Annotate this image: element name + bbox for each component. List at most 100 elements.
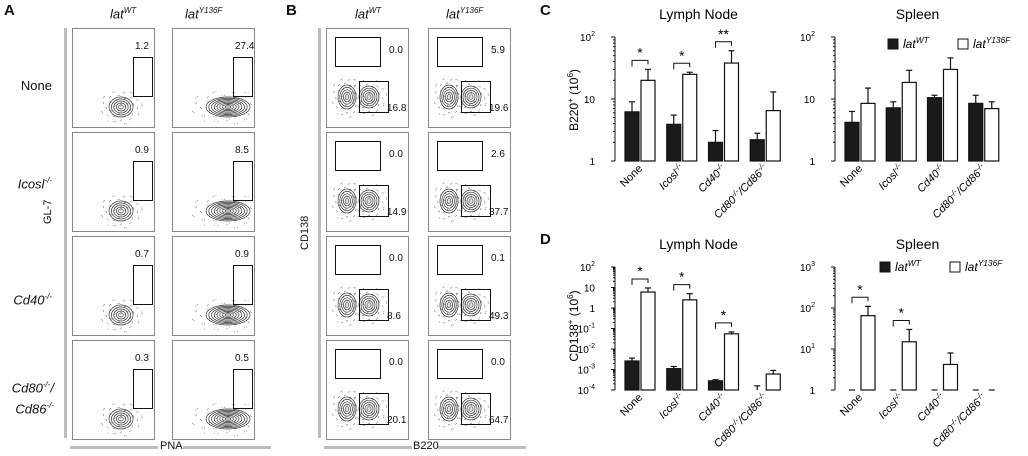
column-header-y136f: latY136F [185, 6, 223, 22]
x-category-label: None [618, 392, 645, 419]
bar [968, 102, 984, 162]
significance-star: * [721, 307, 727, 323]
upper-gate-percent: 0.0 [491, 357, 505, 368]
facs-plot-a: 27.4 [172, 28, 255, 128]
upper-gate-percent: 2.6 [491, 149, 505, 160]
facs-plot-b: 0.0 64.7 [428, 340, 511, 440]
significance-star: * [857, 281, 863, 297]
significance-star: * [679, 47, 685, 63]
significance-bracket [631, 59, 649, 67]
y-tick-label: 10 [584, 284, 596, 295]
lower-gate-percent: 37.7 [489, 207, 509, 218]
bar [666, 123, 682, 162]
d-y-axis-title: CD138+ (106) [566, 290, 581, 361]
legend-swatch-wt [887, 38, 899, 50]
significance-star: * [637, 263, 643, 279]
gate-percent: 1.2 [135, 41, 149, 52]
bar [624, 360, 640, 391]
facs-plot-b: 2.6 37.7 [428, 132, 511, 232]
contour-plot [192, 299, 253, 333]
x-category-label: Cd40-/- [695, 390, 729, 424]
y-tick-label: 1 [809, 386, 815, 397]
legend-label-mut: latY136F [965, 258, 1003, 274]
bar [707, 141, 724, 162]
chart-title: Lymph Node [659, 6, 738, 22]
gate-percent: 27.4 [235, 41, 255, 52]
y-tick-label: 101 [800, 343, 815, 356]
significance-bracket [673, 284, 691, 291]
contour-plot [332, 182, 364, 222]
contour-plot [434, 78, 466, 118]
bar [624, 111, 640, 162]
facs-plot-a: 0.5 [172, 340, 255, 440]
panel-label-c: C [540, 2, 551, 19]
gate-percent: 0.5 [235, 353, 249, 364]
gate-box [133, 57, 153, 97]
y-tick-label: 10-3 [578, 364, 595, 377]
upper-gate-percent: 0.1 [491, 253, 505, 264]
upper-gate-percent: 0.0 [389, 149, 403, 160]
facs-plot-a: 0.7 [72, 236, 155, 336]
y-tick-label: 1 [589, 304, 595, 315]
lower-gate-percent: 64.7 [489, 415, 509, 426]
x-category-label: Cd40-/- [914, 390, 948, 424]
bar [723, 62, 740, 162]
bar [707, 380, 724, 391]
bar [749, 139, 765, 162]
y-tick-label: 102 [800, 31, 815, 44]
lower-gate-box [461, 185, 491, 217]
significance-star: * [637, 44, 643, 60]
legend-swatch-mut [949, 261, 961, 273]
bar [901, 341, 917, 391]
contour-plot [101, 299, 143, 333]
facs-plot-a: 0.9 [72, 132, 155, 232]
bar [640, 79, 656, 162]
y-tick-label: 10-4 [578, 384, 595, 397]
row-label-cd40: Cd40-/- [13, 292, 52, 308]
gate-percent: 0.7 [135, 249, 149, 260]
upper-gate-box [335, 141, 381, 171]
panel-label-b: B [286, 2, 297, 19]
x-category-label: None [838, 392, 865, 419]
gate-percent: 0.9 [235, 249, 249, 260]
gate-percent: 0.3 [135, 353, 149, 364]
panel-label-d: D [540, 231, 551, 248]
legend-swatch-wt [879, 261, 891, 273]
facs-plot-a: 0.3 [72, 340, 155, 440]
bar [885, 107, 901, 162]
bar [666, 368, 682, 391]
upper-gate-box [437, 37, 483, 67]
column-header-y136f-b: latY136F [446, 6, 484, 22]
lower-gate-box [359, 393, 389, 425]
facs-plot-b: 0.0 20.1 [326, 340, 409, 440]
bar [942, 68, 959, 162]
gate-box [233, 369, 253, 409]
significance-bracket [892, 319, 910, 327]
facs-plot-a: 0.9 [172, 236, 255, 336]
row-label-none: None [20, 78, 52, 93]
a-x-bar-left [70, 446, 158, 449]
bar [860, 315, 876, 391]
upper-gate-box [335, 349, 381, 379]
upper-gate-percent: 0.0 [389, 357, 403, 368]
x-category-label: Icosl-/- [656, 390, 687, 421]
gate-percent: 0.9 [135, 145, 149, 156]
bar [765, 109, 781, 162]
significance-star: ** [718, 26, 729, 42]
x-category-label: Icosl-/- [875, 161, 906, 192]
lower-gate-percent: 49.3 [489, 311, 509, 322]
bar [860, 102, 876, 162]
bar [640, 291, 656, 391]
facs-plot-a: 1.2 [72, 28, 155, 128]
bar [901, 81, 917, 162]
lower-gate-box [461, 81, 491, 113]
y-tick-label: 1 [589, 157, 595, 168]
row-divider-b [318, 28, 321, 438]
row-label-icosl: Icosl-/- [17, 176, 52, 192]
a-x-bar-right [183, 446, 271, 449]
lower-gate-percent: 20.1 [387, 415, 407, 426]
